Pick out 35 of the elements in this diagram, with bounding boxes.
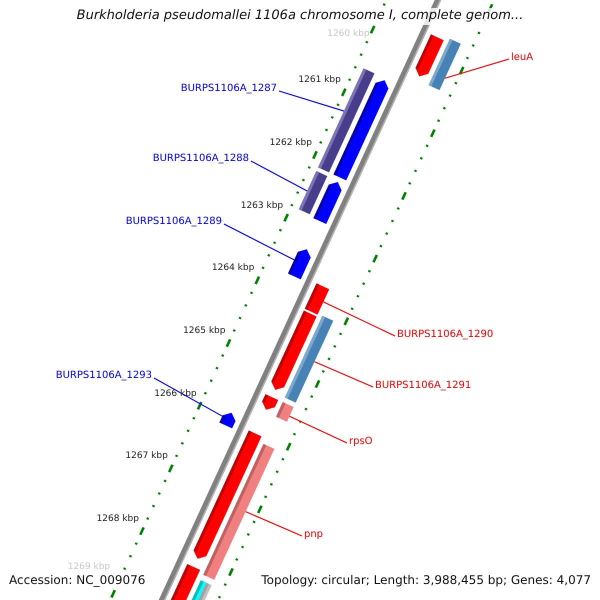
gene-feature: [219, 412, 236, 428]
gene-label: BURPS1106A_1290: [397, 329, 494, 340]
scale-label: 1262 kbp: [270, 138, 312, 148]
gene-label: BURPS1106A_1291: [375, 380, 472, 392]
gene-label: BURPS1106A_1293: [56, 370, 152, 382]
scale-label: 1266 kbp: [154, 388, 197, 400]
leader-line: [444, 58, 510, 79]
scale-label: 1267 kbp: [125, 451, 168, 462]
accession-text: Accession: NC_009076: [9, 574, 146, 588]
gene-label: pnp: [304, 529, 324, 540]
leader-line: [289, 416, 348, 444]
gene-feature: [298, 171, 342, 224]
gene-feature: [416, 34, 461, 90]
leader-line: [323, 301, 396, 336]
scale-label: 1268 kbp: [96, 514, 139, 524]
gene-feature: [271, 310, 334, 403]
gene-feature: [304, 283, 330, 315]
scale-label: 1265 kbp: [183, 326, 226, 336]
genome-stats-text: Topology: circular; Length: 3,988,455 bp; Genes: 4,077: [261, 574, 591, 588]
gene-label: leuA: [511, 52, 534, 64]
leader-line: [278, 90, 344, 112]
leader-line: [314, 361, 374, 388]
gene-feature: [288, 249, 311, 280]
gene-label: BURPS1106A_1289: [126, 216, 222, 228]
leader-line: [224, 224, 294, 260]
gene-feature: [262, 394, 294, 422]
gene-label: BURPS1106A_1288: [152, 153, 249, 164]
leader-line: [250, 160, 308, 192]
scale-label: 1263 kbp: [240, 200, 284, 212]
scale-label: 1261 kbp: [298, 75, 341, 86]
gene-label: rpsO: [349, 436, 373, 448]
gene-label: BURPS1106A_1287: [180, 83, 277, 94]
scale-label: 1264 kbp: [212, 263, 254, 274]
leader-line: [154, 378, 223, 417]
leader-line: [245, 511, 302, 536]
